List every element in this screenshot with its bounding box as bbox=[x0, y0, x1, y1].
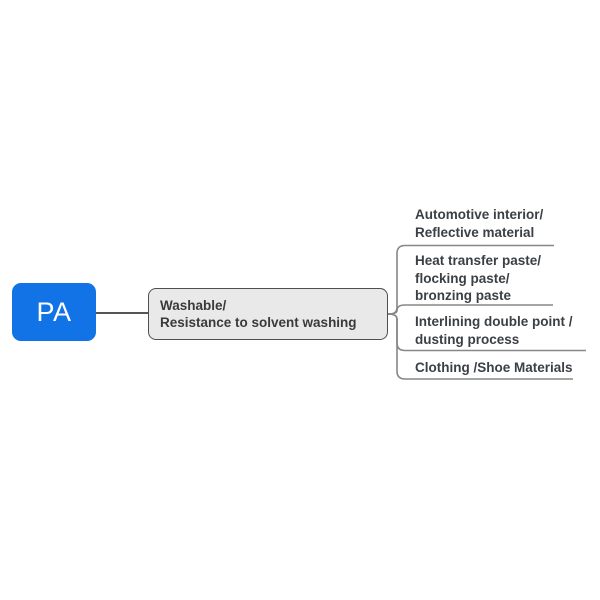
branch-label-line: dusting process bbox=[415, 331, 520, 347]
connector-branch-clothing bbox=[387, 313, 573, 380]
root-node-label: PA bbox=[36, 296, 72, 327]
connector-branch-heat-transfer bbox=[387, 304, 553, 315]
branch-label-line: flocking paste/ bbox=[415, 270, 510, 286]
node-root-pa[interactable]: PA bbox=[12, 283, 96, 341]
level1-label-line1: Washable/ bbox=[160, 297, 227, 313]
node-washable[interactable]: Washable/ Resistance to solvent washing bbox=[148, 288, 388, 340]
node-branch-automotive[interactable]: Automotive interior/ Reflective material bbox=[415, 206, 543, 241]
branch-label-line: Clothing /Shoe Materials bbox=[415, 360, 573, 375]
branch-label-line: Heat transfer paste/ bbox=[415, 253, 542, 268]
level1-label-line2: Resistance to solvent washing bbox=[160, 315, 357, 330]
node-branch-clothing[interactable]: Clothing /Shoe Materials bbox=[415, 359, 573, 377]
branch-label-line: Automotive interior/ bbox=[415, 207, 544, 222]
branch-label-line: bronzing paste bbox=[415, 288, 512, 303]
branch-label-line: Reflective material bbox=[415, 224, 535, 240]
branch-label-line: Interlining double point / bbox=[415, 314, 573, 329]
node-branch-heat-transfer[interactable]: Heat transfer paste/ flocking paste/ bro… bbox=[415, 252, 541, 305]
node-branch-interlining[interactable]: Interlining double point / dusting proce… bbox=[415, 313, 572, 348]
